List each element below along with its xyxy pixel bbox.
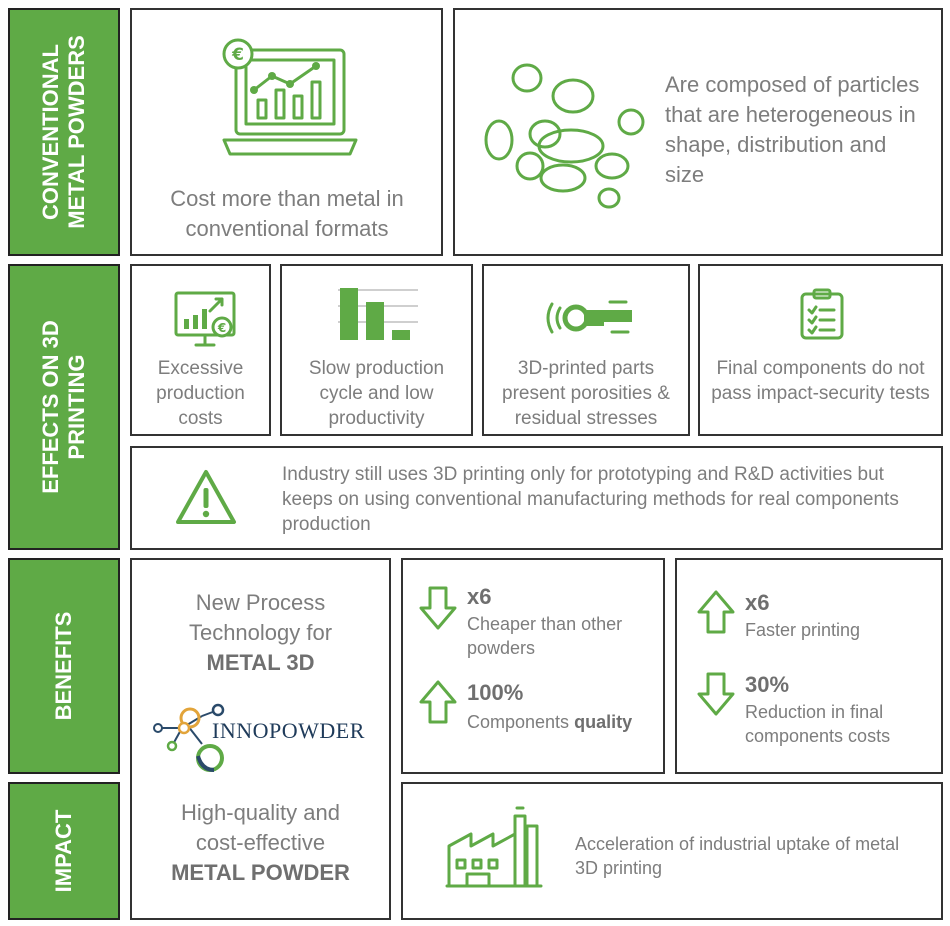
faster-reduction-box: x6 Faster printing 30% Reduction in fina… [675,558,943,774]
laptop-chart-euro-icon: € [222,38,358,156]
effect-costs-box: € Excessive production costs [130,264,271,436]
effect-costs-text: Excessive production costs [156,358,245,429]
reduction-text: Reduction in final components costs [745,702,891,746]
factory-icon [445,806,543,888]
section-benefits-label: BENEFITS [51,611,76,721]
process-title: New Process Technology for METAL 3D [142,588,379,678]
innopowder-logo-text: INNOPOWDER [212,718,365,743]
section-conventional-label: CONVENTIONAL METAL POWDERS [38,35,89,229]
quality-bold: quality [574,712,633,732]
process-line-2: Technology for [188,620,333,645]
cost-text: Cost more than metal in conventional for… [170,186,404,241]
innopowder-box: New Process Technology for METAL 3D INNO… [130,558,391,920]
process-line-1: New Process [195,590,326,615]
section-benefits: BENEFITS [8,558,120,774]
faster-text: Faster printing [745,620,861,640]
section-effects-label: EFFECTS ON 3D PRINTING [38,320,89,494]
powder-title: High-quality and cost-effective METAL PO… [142,798,379,888]
clipboard-checklist-icon [800,288,844,340]
powder-line-2: cost-effective [195,830,326,855]
arrow-down-icon [697,672,735,716]
effect-tests-text: Final components do not pass impact-secu… [711,358,930,404]
cost-box: € Cost more than metal in conventional f… [130,8,443,256]
arrow-down-icon [419,586,457,630]
powder-line-1: High-quality and [181,800,340,825]
quality-value: 100% [467,680,524,705]
svg-text:€: € [217,321,226,335]
quality-text: Components [467,712,570,732]
particles-box: Are composed of particles that are heter… [453,8,943,256]
cheaper-quality-box: x6 Cheaper than other powders 100% Compo… [401,558,665,774]
section-impact-label: IMPACT [51,809,76,893]
faster-value: x6 [745,590,770,615]
section-effects: EFFECTS ON 3D PRINTING [8,264,120,550]
laser-beam-icon [546,300,632,334]
svg-text:€: € [231,45,244,65]
bar-chart-icon [338,288,418,340]
monitor-cost-icon: € [174,291,236,347]
particles-text: Are composed of particles that are heter… [665,72,920,187]
powder-bold: METAL POWDER [171,860,350,885]
impact-text: Acceleration of industrial uptake of met… [575,834,900,878]
impact-box: Acceleration of industrial uptake of met… [401,782,943,920]
cheaper-text: Cheaper than other powders [467,614,623,658]
effect-slow-text: Slow production cycle and low productivi… [308,358,445,429]
particles-icon [484,63,645,209]
arrow-up-icon [419,680,457,724]
effect-porosity-box: 3D-printed parts present porosities & re… [482,264,690,436]
reduction-value: 30% [745,672,790,697]
innopowder-logo-graphic [153,703,225,772]
warning-text: Industry still uses 3D printing only for… [282,464,899,535]
section-impact: IMPACT [8,782,120,920]
warning-box: Industry still uses 3D printing only for… [130,446,943,550]
effect-porosity-text: 3D-printed parts present porosities & re… [502,358,670,429]
effect-slow-box: Slow production cycle and low productivi… [280,264,473,436]
section-conventional: CONVENTIONAL METAL POWDERS [8,8,120,256]
process-bold: METAL 3D [206,650,315,675]
cheaper-value: x6 [467,584,492,609]
warning-icon [176,470,236,524]
arrow-up-icon [697,590,735,634]
quality-line: Components quality [467,710,663,734]
effect-tests-box: Final components do not pass impact-secu… [698,264,943,436]
